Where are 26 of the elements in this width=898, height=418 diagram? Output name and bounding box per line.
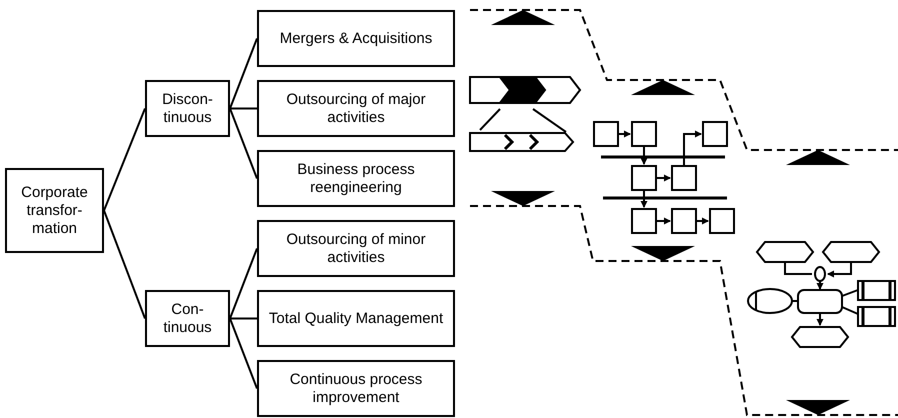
connector-line <box>229 318 258 389</box>
box-label: Continuous process improvement <box>288 370 424 406</box>
connector-line <box>103 108 146 211</box>
category-box <box>145 290 230 347</box>
box-label: Outsourcing of minor activities <box>285 230 427 266</box>
category-box <box>257 150 455 207</box>
category-box <box>257 80 455 137</box>
connector-line <box>103 210 146 319</box>
category-box <box>257 290 455 347</box>
connector-line <box>229 108 258 179</box>
box-label: Business process reengineering <box>296 160 416 196</box>
category-box <box>257 220 455 277</box>
box-label: Discon-tinuous <box>161 90 214 126</box>
box-label: Total Quality Management <box>268 310 444 328</box>
connector-line <box>229 248 258 319</box>
category-box <box>5 168 104 253</box>
connector-line <box>229 38 258 109</box>
box-label: Corporate transfor-mation <box>20 184 89 238</box>
category-box <box>257 10 455 67</box>
category-box <box>257 360 455 417</box>
box-label: Outsourcing of major activities <box>285 90 427 126</box>
box-label: Mergers & Acquisitions <box>280 30 432 48</box>
connector-line <box>230 108 257 110</box>
connector-line <box>230 318 257 320</box>
category-box <box>145 80 230 137</box>
box-label: Con-tinuous <box>162 300 213 336</box>
